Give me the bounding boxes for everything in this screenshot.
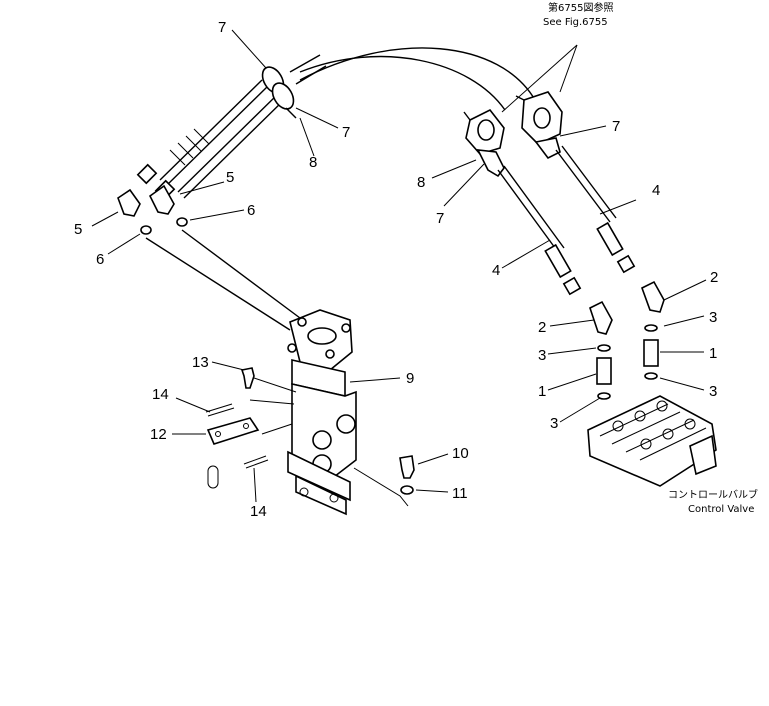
callout-3: 3	[550, 415, 558, 432]
figure-reference: 第6755図参照 See Fig.6755	[543, 1, 613, 28]
callout-9: 9	[406, 370, 414, 387]
callout-12: 12	[150, 426, 167, 443]
callout-14: 14	[152, 386, 169, 403]
callout-labels: 7 7 8 5 5 6 6 7 8 7 4 4 2 2 3 3 1 1 3 3 …	[74, 19, 718, 520]
callout-10: 10	[452, 445, 469, 462]
callout-2: 2	[538, 319, 546, 336]
callout-11: 11	[452, 485, 468, 502]
callout-7: 7	[342, 124, 350, 141]
callout-13: 13	[192, 354, 209, 371]
reference-jp: 第6755図参照	[548, 1, 613, 14]
left-tubes	[145, 229, 301, 331]
callout-8: 8	[417, 174, 425, 191]
control-valve-label: コントロールバルブ Control Valve	[668, 488, 758, 515]
right-fittings	[589, 280, 665, 400]
left-elbows	[117, 184, 188, 235]
callout-3: 3	[538, 347, 546, 364]
leader-lines	[91, 29, 707, 503]
callout-7: 7	[218, 19, 226, 36]
callout-4: 4	[492, 262, 500, 279]
callout-14: 14	[250, 503, 267, 520]
callout-5: 5	[226, 169, 234, 186]
ppc-valve	[287, 309, 357, 516]
control-valve-jp: コントロールバルブ	[668, 488, 758, 501]
callout-8: 8	[309, 154, 317, 171]
callout-5: 5	[74, 221, 82, 238]
callout-2: 2	[710, 269, 718, 286]
reference-en: See Fig.6755	[543, 17, 608, 28]
callout-1: 1	[709, 345, 717, 362]
control-valve-block	[587, 395, 717, 487]
callout-3: 3	[709, 383, 717, 400]
control-valve-en: Control Valve	[688, 504, 754, 515]
right-cables	[497, 145, 636, 296]
right-cable-clamps	[463, 91, 563, 178]
callout-7: 7	[612, 118, 620, 135]
callout-3: 3	[709, 309, 717, 326]
callout-1: 1	[538, 383, 546, 400]
callout-4: 4	[652, 182, 660, 199]
bracket-parts	[205, 367, 297, 489]
control-cables	[159, 47, 536, 199]
left-cable-clamp	[261, 66, 297, 119]
callout-6: 6	[96, 251, 104, 268]
callout-7: 7	[436, 210, 444, 227]
bolt-washer	[353, 455, 415, 507]
callout-6: 6	[247, 202, 255, 219]
